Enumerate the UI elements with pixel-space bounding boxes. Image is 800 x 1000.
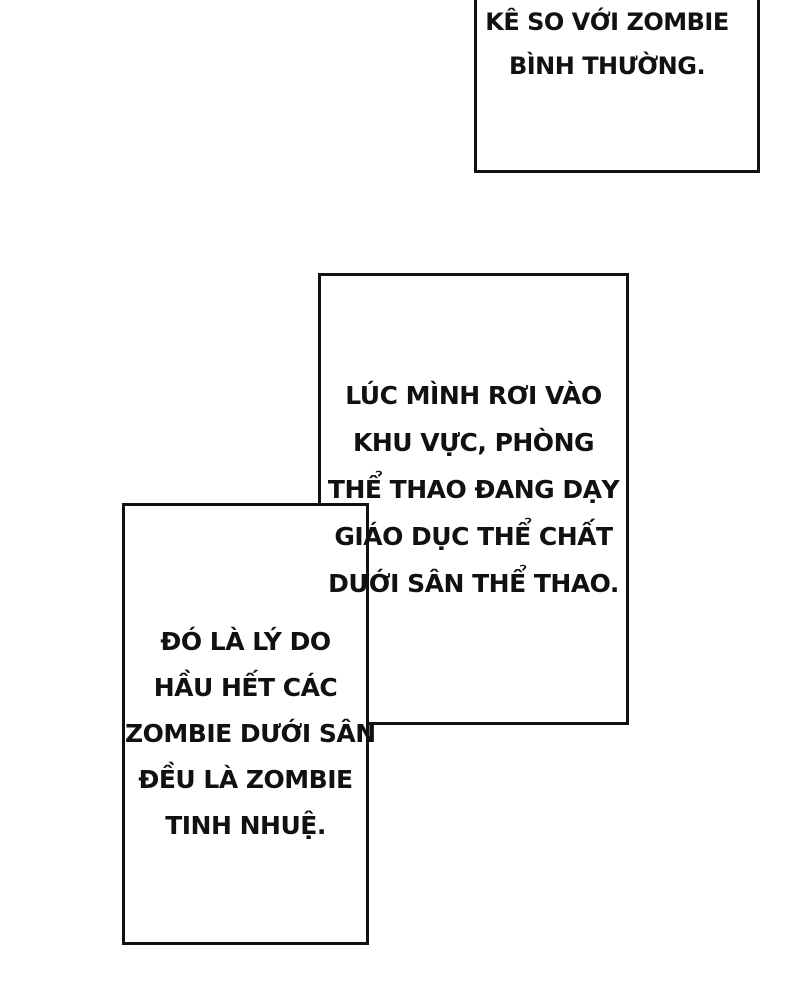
caption-text-right: LÚC MÌNH RƠI VÀO KHU VỰC, PHÒNG THỂ THAO… xyxy=(321,372,626,607)
caption-box-seam xyxy=(321,506,366,722)
caption-line: HẦU HẾT CÁC xyxy=(153,673,338,702)
caption-line: ZOMBIE DƯỚI SÂN xyxy=(125,719,376,748)
caption-box-right xyxy=(318,273,629,725)
caption-line: KÊ SO VỚI ZOMBIE xyxy=(485,8,729,36)
caption-box-top xyxy=(474,0,760,173)
caption-text-top: KÊ SO VỚI ZOMBIE BÌNH THƯỜNG. xyxy=(474,0,740,88)
caption-line: GIÁO DỤC THỂ CHẤT xyxy=(334,522,613,551)
caption-line: BÌNH THƯỜNG. xyxy=(508,52,706,80)
caption-line: KHU VỰC, PHÒNG xyxy=(352,428,595,457)
caption-line: DƯỚI SÂN THỂ THAO. xyxy=(328,569,619,598)
caption-text-left: ĐÓ LÀ LÝ DO HẦU HẾT CÁC ZOMBIE DƯỚI SÂN … xyxy=(125,619,376,849)
caption-line: ĐÓ LÀ LÝ DO xyxy=(160,627,331,656)
caption-line: LÚC MÌNH RƠI VÀO xyxy=(345,381,602,410)
caption-line: THỂ THAO ĐANG DẠY xyxy=(327,475,620,504)
caption-line: ĐỀU LÀ ZOMBIE xyxy=(138,765,353,794)
caption-box-left xyxy=(122,503,369,945)
caption-line: TINH NHUỆ. xyxy=(165,811,326,840)
